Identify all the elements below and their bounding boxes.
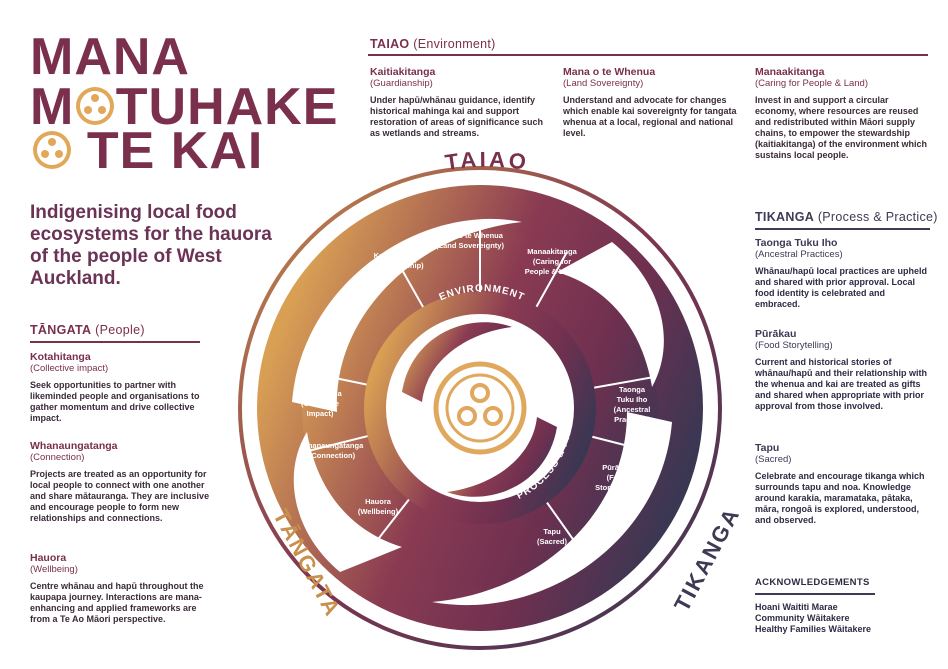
item-body: Under hapū/whānau guidance, identify his…: [370, 95, 544, 138]
tangata-heading-sub: (People): [95, 323, 145, 337]
ack-line: Community Wāitakere: [755, 613, 850, 623]
taiao-item-kaitiakitanga: Kaitiakitanga (Guardianship) Under hapū/…: [370, 66, 550, 139]
item-title: Whanaungatanga: [30, 440, 118, 452]
item-body: Whānau/hapū local practices are upheld a…: [755, 266, 928, 309]
seg-mana-whenua: Mana o te Whenua(Land Sovereignty): [436, 231, 504, 250]
taiao-item-manaakitanga: Manaakitanga (Caring for People & Land) …: [755, 66, 931, 161]
item-sub: (Ancestral Practices): [755, 249, 843, 260]
tikanga-item-tapu: Tapu (Sacred) Celebrate and encourage ti…: [755, 442, 931, 526]
item-sub: (Caring for People & Land): [755, 78, 869, 89]
item-title: Kaitiakitanga: [370, 66, 436, 78]
item-body: Understand and advocate for changes whic…: [563, 95, 737, 138]
item-sub: (Land Sovereignty): [563, 78, 644, 89]
tangata-item-whanaungatanga: Whanaungatanga (Connection) Projects are…: [30, 440, 210, 524]
item-body: Current and historical stories of whānau…: [755, 357, 928, 411]
tikanga-heading-text: TIKANGA: [755, 210, 815, 224]
item-title: Manaakitanga: [755, 66, 825, 78]
tangata-item-kotahitanga: Kotahitanga (Collective impact) Seek opp…: [30, 351, 210, 424]
inner-koru-1: [402, 322, 512, 402]
tikanga-heading: TIKANGA (Process & Practice): [755, 210, 938, 224]
item-sub: (Food Storytelling): [755, 340, 833, 351]
tikanga-item-purakau: Pūrākau (Food Storytelling) Current and …: [755, 328, 931, 412]
inner-koru-2: [447, 417, 557, 497]
seg-hauora: Hauora(Wellbeing): [358, 497, 399, 516]
taiao-item-mana-whenua: Mana o te Whenua (Land Sovereignty) Unde…: [563, 66, 741, 139]
item-body: Projects are treated as an opportunity f…: [30, 469, 210, 523]
swirl-koru-tr: [557, 242, 664, 387]
ack-heading: ACKNOWLEDGEMENTS: [755, 577, 870, 588]
seg-whanaungatanga: Whanaungatanga(Connection): [301, 441, 364, 460]
label-taiao: TAIAO: [443, 152, 527, 175]
koru-emblem-icon-2: [31, 129, 73, 171]
taiao-heading-text: TAIAO: [370, 37, 410, 51]
swirl-right: [432, 412, 672, 606]
central-koru-emblem-icon: [433, 361, 527, 455]
tangata-heading: TĀNGATA (People): [30, 323, 145, 337]
koru-emblem-icon: [74, 85, 116, 127]
item-sub: (Collective impact): [30, 363, 109, 374]
taiao-heading-sub: (Environment): [413, 37, 496, 51]
item-title: Tapu: [755, 442, 780, 454]
item-sub: (Sacred): [755, 454, 792, 465]
item-sub: (Connection): [30, 452, 85, 463]
middle-ring: [364, 292, 596, 524]
inner-white: [392, 320, 568, 496]
title-line-1: MANA: [30, 28, 190, 86]
item-body: Centre whānau and hapū throughout the ka…: [30, 581, 204, 624]
taiao-rule: [368, 54, 928, 56]
svg-text:TAIAO: TAIAO: [443, 152, 530, 175]
label-tikanga: TIKANGA: [669, 503, 742, 616]
tikanga-rule: [755, 228, 930, 230]
ack-line: Hoani Waititi Marae: [755, 602, 838, 612]
item-title: Hauora: [30, 552, 67, 564]
tangata-item-hauora: Hauora (Wellbeing) Centre whānau and hap…: [30, 552, 210, 625]
seg-tapu: Tapu(Sacred): [537, 527, 568, 546]
item-body: Celebrate and encourage tikanga which su…: [755, 471, 925, 525]
item-body: Seek opportunities to partner with likem…: [30, 380, 200, 423]
swirl-koru-bl: [293, 432, 402, 572]
item-title: Pūrākau: [755, 328, 797, 340]
ack-line: Healthy Families Wāitakere: [755, 624, 872, 634]
wheel-band: [257, 185, 703, 631]
tikanga-item-taonga: Taonga Tuku Iho (Ancestral Practices) Wh…: [755, 237, 931, 310]
tikanga-heading-sub: (Process & Practice): [817, 210, 938, 224]
swirl-left: [292, 218, 522, 412]
item-title: Kotahitanga: [30, 351, 91, 363]
taiao-heading: TAIAO (Environment): [370, 37, 496, 51]
seg-kaitiakitanga: Kaitiakitanga(Guardianship): [370, 251, 424, 270]
ack-rule: [755, 593, 875, 595]
kai-wheel-diagram: TAIAO TĀNGATA TIKANGA ENVIRONMENT PEOPLE…: [238, 152, 742, 650]
item-sub: (Guardianship): [370, 78, 433, 89]
tangata-rule: [30, 341, 200, 343]
item-sub: (Wellbeing): [30, 564, 78, 575]
item-title: Mana o te Whenua: [563, 66, 656, 78]
outer-ring: [238, 166, 722, 650]
subtitle: Indigenising local food ecosystems for t…: [30, 202, 272, 289]
item-title: Taonga Tuku Iho: [755, 237, 838, 249]
ack-list: Hoani Waititi Marae Community Wāitakere …: [755, 602, 871, 635]
item-body: Invest in and support a circular economy…: [755, 95, 928, 160]
tangata-heading-text: TĀNGATA: [30, 323, 92, 337]
